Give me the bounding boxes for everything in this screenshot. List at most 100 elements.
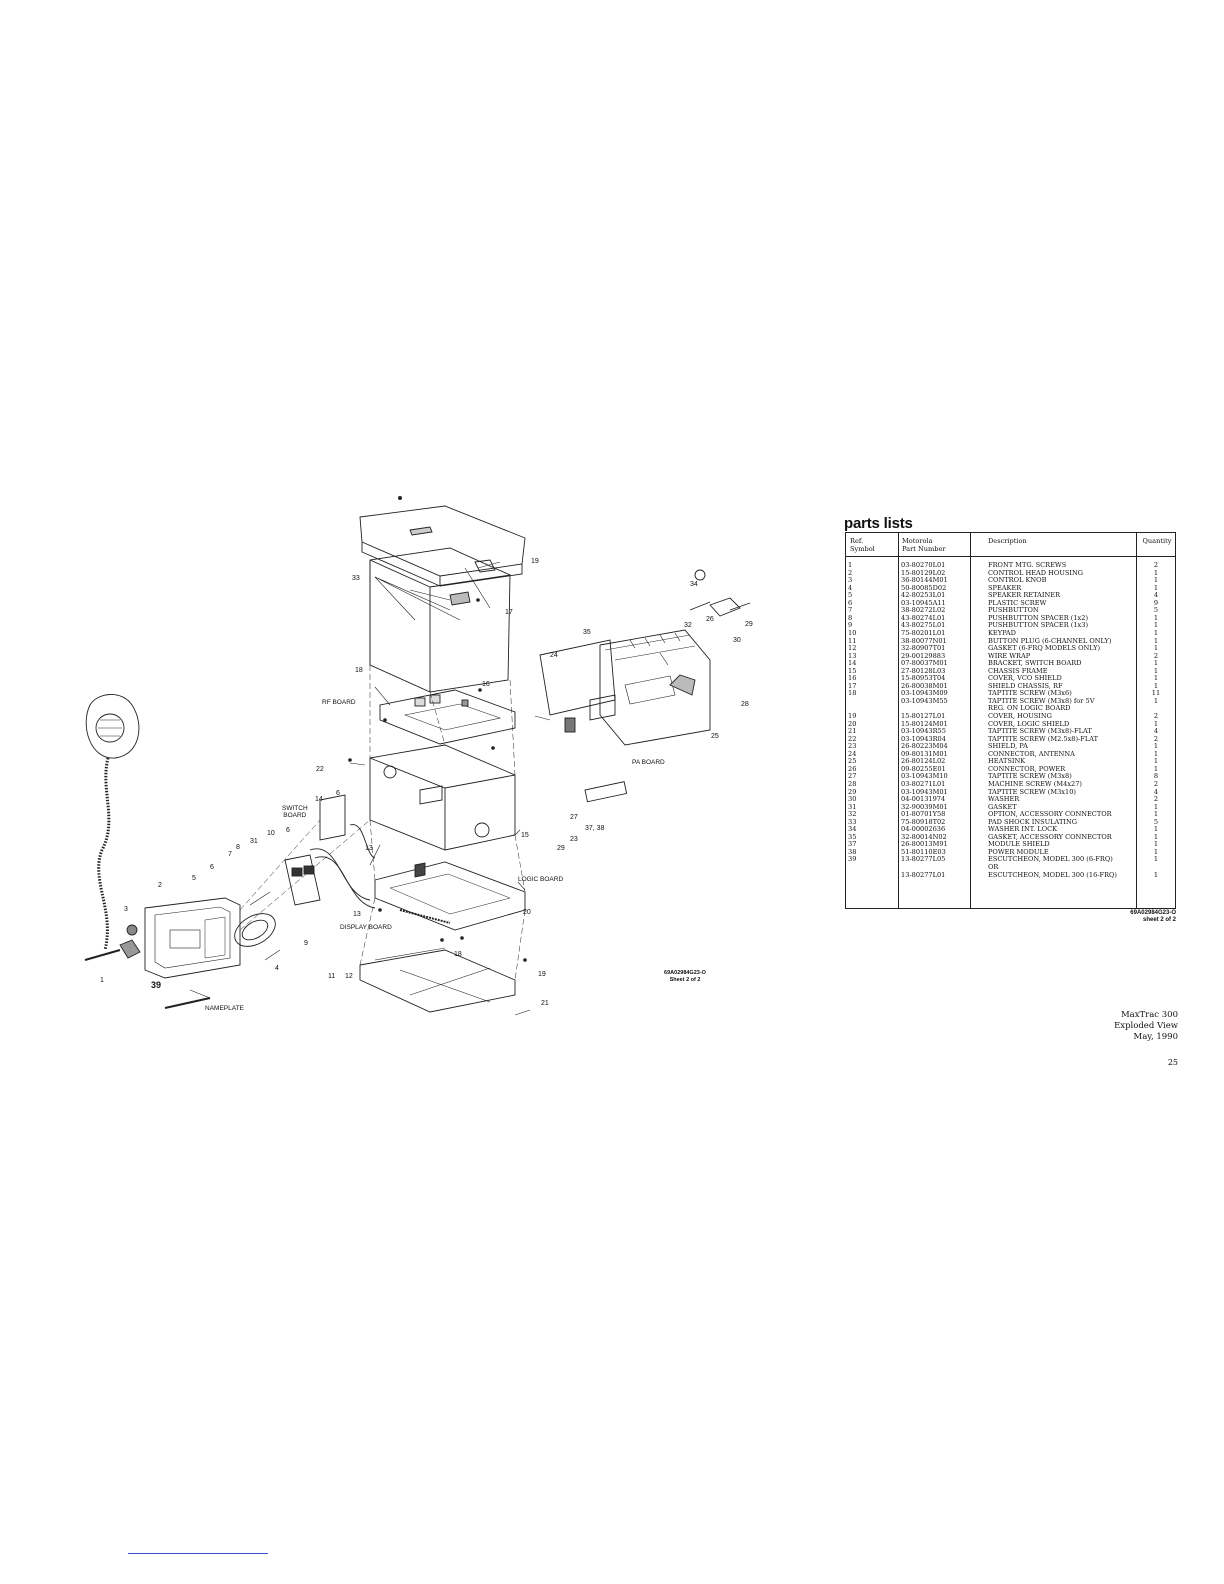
part-number-cell: 29-00129883	[901, 651, 946, 660]
quantity-cell: 1	[1153, 674, 1159, 683]
callout-17: 17	[505, 609, 513, 616]
ref-cell: 31	[848, 802, 857, 811]
ref-cell: 3	[848, 576, 853, 585]
description-cell: GASKET (6-FRQ MODELS ONLY)	[988, 644, 1101, 653]
part-number-cell: 03-10945A11	[901, 598, 946, 607]
column-divider	[898, 533, 899, 908]
ref-cell: 19	[848, 712, 857, 720]
ref-cell: 16	[848, 674, 857, 683]
description-cell: PUSHBUTTON SPACER (1x3)	[988, 621, 1089, 630]
quantity-cell: 1	[1153, 568, 1159, 577]
small-screws	[348, 496, 527, 962]
part-number-cell: 03-10943R04	[901, 734, 946, 743]
part-number-cell: 32-80907T01	[901, 644, 946, 653]
callout-19a: 19	[531, 558, 539, 565]
alignment-lines	[239, 665, 526, 981]
quantity-cell: 11	[1151, 689, 1161, 698]
description-cell: CONNECTOR, POWER	[988, 764, 1066, 773]
callout-23: 23	[570, 836, 578, 843]
quantity-cell: 1	[1153, 847, 1159, 856]
description-cell: PUSHBUTTON	[988, 606, 1039, 615]
ref-cell: 1	[848, 561, 853, 569]
housing-cover-bottom	[359, 947, 516, 1013]
description-cell: PUSHBUTTON SPACER (1x2)	[988, 613, 1089, 622]
description-cell: SPEAKER RETAINER	[988, 591, 1061, 600]
description-cell: CONTROL HEAD HOUSING	[988, 568, 1084, 577]
callout-14: 14	[315, 796, 323, 803]
description-cell: TAPTITE SCREW (M3x8)-FLAT	[988, 727, 1092, 736]
header-quantity: Quantity	[1142, 537, 1172, 545]
callout-6c: 6	[336, 790, 340, 797]
part-number-cell: 32-80014N02	[901, 832, 947, 841]
description-cell: TAPTITE SCREW (M3x8)	[988, 772, 1072, 781]
part-number-cell: 43-80275L01	[901, 621, 946, 630]
callout-35: 35	[583, 629, 591, 636]
callout-9: 9	[304, 940, 308, 947]
part-number-cell: 04-00131974	[901, 795, 946, 804]
ref-cell: 33	[848, 817, 857, 826]
pa-board-heatsink	[539, 629, 711, 803]
callout-29b: 29	[557, 845, 565, 852]
callout-34: 34	[690, 581, 698, 588]
callout-31: 31	[250, 838, 258, 845]
description-cell: REG. ON LOGIC BOARD	[988, 704, 1071, 713]
part-number-cell: 38-80077N01	[901, 636, 947, 645]
parts-list-doc-number: 69A02984G23-O	[1130, 910, 1176, 916]
callout-13a: 13	[365, 845, 373, 852]
part-number-cell: 03-10943M55	[901, 696, 948, 705]
label-pa-board: PA BOARD	[632, 759, 665, 766]
footer-view-title: Exploded View	[1114, 1021, 1178, 1031]
ref-cell: 27	[848, 772, 857, 781]
description-cell: COVER, HOUSING	[988, 712, 1052, 720]
ref-cell: 32	[848, 810, 857, 819]
header-ref-symbol: Ref. Symbol	[850, 537, 875, 553]
description-cell: MODULE SHIELD	[988, 840, 1050, 849]
antenna-connector	[564, 694, 616, 733]
description-cell: SPEAKER	[988, 583, 1022, 592]
ref-cell: 25	[848, 757, 857, 766]
callout-27: 27	[570, 814, 578, 821]
description-cell: SHIELD CHASSIS, RF	[988, 681, 1063, 690]
part-number-cell: 04-00002636	[901, 825, 946, 834]
footer-model: MaxTrac 300	[1120, 1010, 1178, 1020]
switch-board-bracket	[319, 794, 346, 841]
drawing-number: 69A02984G23-O	[664, 970, 706, 976]
callout-32: 32	[684, 622, 692, 629]
callout-18a: 18	[355, 667, 363, 674]
ref-cell: 29	[848, 787, 857, 796]
page-footer: MaxTrac 300 Exploded View May, 1990	[1060, 1010, 1178, 1043]
flex-cables	[309, 824, 376, 909]
part-number-cell: 03-80270L01	[901, 561, 946, 569]
parts-list-doc-id: 69A02984G23-O sheet 2 of 2	[1100, 910, 1176, 924]
description-cell: CHASSIS FRAME	[988, 666, 1048, 675]
quantity-cell: 4	[1153, 787, 1159, 796]
quantity-cell: 1	[1153, 757, 1159, 766]
callout-3: 3	[124, 906, 128, 913]
quantity-cell: 1	[1153, 644, 1159, 653]
part-number-cell: 15-80129L02	[901, 568, 946, 577]
footer-date: May, 1990	[1133, 1032, 1178, 1042]
description-cell: TAPTITE SCREW (M2.5x8)-FLAT	[988, 734, 1099, 743]
part-number-cell: 43-80274L01	[901, 613, 946, 622]
callout-20: 20	[523, 909, 531, 916]
description-cell: CONTROL KNOB	[988, 576, 1047, 585]
part-number-cell: 38-80272L02	[901, 606, 946, 615]
ref-cell: 13	[848, 651, 857, 660]
description-cell: BRACKET, SWITCH BOARD	[988, 659, 1082, 668]
ref-cell: 4	[848, 583, 853, 592]
